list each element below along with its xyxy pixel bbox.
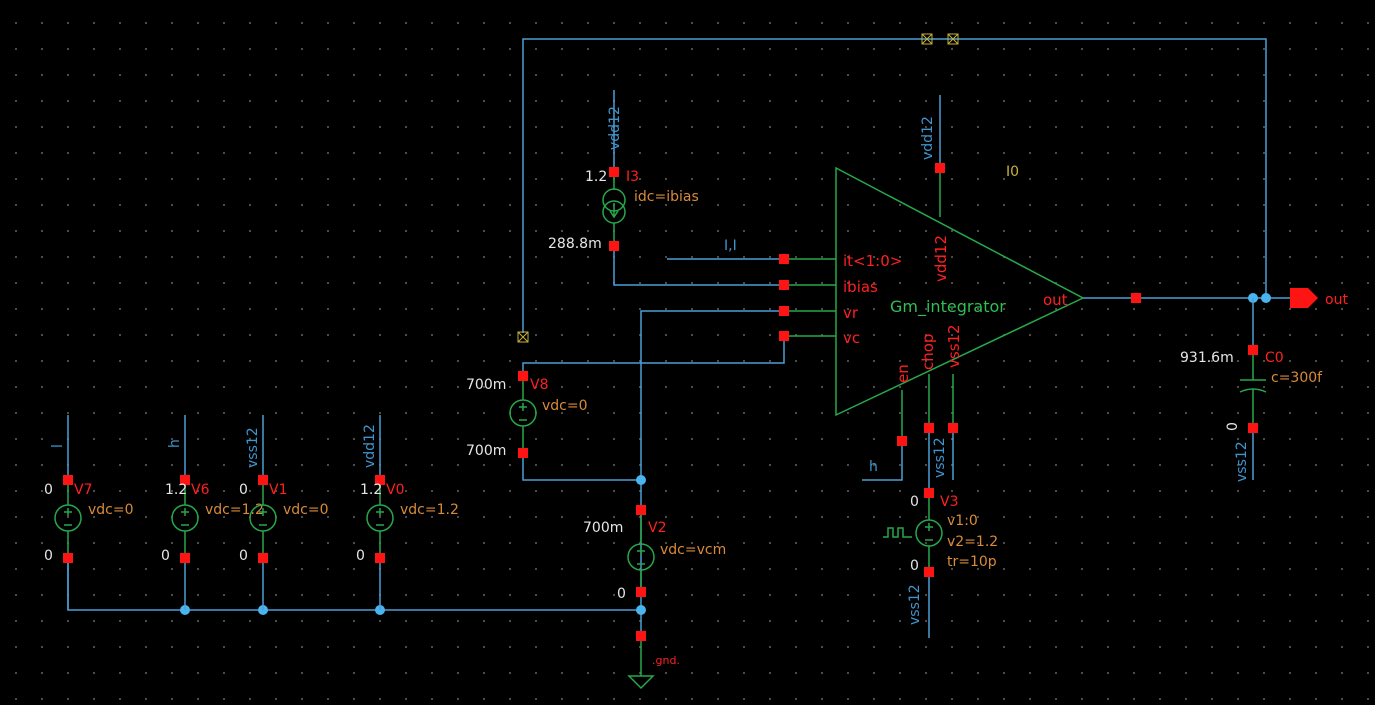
pulse-source-v3[interactable]: 0 V3 v1:0 v2=1.2 tr=10p 0 bbox=[883, 488, 998, 577]
net-label: h bbox=[167, 439, 183, 448]
svg-text:0: 0 bbox=[910, 558, 919, 574]
svg-text:vc: vc bbox=[843, 329, 860, 347]
wire[interactable] bbox=[522, 458, 641, 481]
svg-text:v2=1.2: v2=1.2 bbox=[947, 534, 998, 550]
svg-text:v1:0: v1:0 bbox=[947, 513, 978, 529]
crossed-box-marker bbox=[517, 33, 959, 343]
ground-bus[interactable] bbox=[67, 563, 642, 631]
voltage-source-v7[interactable]: l 0 V7 vdc=0 0 bbox=[44, 415, 134, 610]
current-source-i3[interactable]: vdd12 1.2 I3 idc=ibias 288.8m bbox=[548, 90, 699, 252]
svg-text:tr=10p: tr=10p bbox=[947, 554, 997, 570]
instance-name: I0 bbox=[1006, 164, 1019, 180]
svg-text:V1: V1 bbox=[269, 482, 287, 498]
svg-text:288.8m: 288.8m bbox=[548, 236, 602, 252]
svg-text:vr: vr bbox=[843, 304, 859, 322]
capacitor-c0[interactable]: 931.6m C0 c=300f 0 vss12 bbox=[1180, 298, 1323, 482]
svg-text:vdc=1.2: vdc=1.2 bbox=[400, 502, 459, 518]
svg-text:0: 0 bbox=[356, 548, 365, 564]
svg-text:vdc=vcm: vdc=vcm bbox=[660, 542, 726, 558]
svg-text:idc=ibias: idc=ibias bbox=[634, 189, 699, 205]
svg-text:1.2: 1.2 bbox=[585, 169, 607, 185]
net-label: vdd12 bbox=[362, 424, 378, 468]
svg-text:700m: 700m bbox=[466, 443, 506, 459]
ground-symbol[interactable]: .gnd. bbox=[627, 631, 680, 690]
svg-text:en: en bbox=[894, 364, 912, 383]
en-wire[interactable] bbox=[862, 446, 903, 481]
svg-text:V6: V6 bbox=[191, 482, 210, 498]
svg-text:V7: V7 bbox=[74, 482, 92, 498]
voltage-source-v0[interactable]: vdd12 1.2 V0 vdc=1.2 0 bbox=[356, 415, 459, 610]
svg-text:vss12: vss12 bbox=[945, 324, 963, 368]
svg-text:.gnd.: .gnd. bbox=[652, 654, 680, 667]
svg-text:931.6m: 931.6m bbox=[1180, 350, 1234, 366]
voltage-source-v8[interactable]: 700m V8 vdc=0 700m bbox=[466, 371, 588, 459]
svg-text:c=300f: c=300f bbox=[1271, 370, 1323, 386]
cell-name: Gm_integrator bbox=[890, 297, 1006, 317]
svg-text:out: out bbox=[1043, 291, 1068, 309]
svg-text:vdc=0: vdc=0 bbox=[283, 502, 329, 518]
output-pin-label: out bbox=[1325, 292, 1348, 308]
net-label: vdd12 bbox=[607, 106, 623, 150]
svg-text:0: 0 bbox=[239, 548, 248, 564]
svg-text:vdc=0: vdc=0 bbox=[88, 502, 134, 518]
svg-text:ibias: ibias bbox=[843, 278, 878, 296]
svg-text:C0: C0 bbox=[1265, 350, 1284, 366]
gm-integrator[interactable]: it<1:0> ibias vr vc Gm_integrator out vd… bbox=[779, 163, 1085, 446]
vr-wire[interactable] bbox=[640, 310, 784, 610]
net-label: vdd12 bbox=[920, 116, 936, 160]
svg-text:700m: 700m bbox=[466, 377, 506, 393]
voltage-source-v6[interactable]: h 1.2 V6 vdc=1.2 0 bbox=[161, 415, 264, 610]
feedback-wire[interactable] bbox=[522, 38, 1267, 333]
svg-text:vdc=1.2: vdc=1.2 bbox=[205, 502, 264, 518]
output-pin-icon[interactable] bbox=[1290, 288, 1318, 308]
svg-text:1.2: 1.2 bbox=[360, 482, 382, 498]
net-label: vss12 bbox=[932, 437, 948, 478]
svg-text:0: 0 bbox=[910, 494, 919, 510]
svg-text:V2: V2 bbox=[648, 520, 666, 536]
ibias-wire[interactable] bbox=[613, 251, 784, 286]
vc-wire[interactable] bbox=[522, 336, 785, 376]
svg-text:0: 0 bbox=[161, 548, 170, 564]
svg-text:vss12: vss12 bbox=[1234, 441, 1250, 482]
voltage-source-v1[interactable]: vss12 0 V1 vdc=0 0 bbox=[239, 415, 329, 610]
net-label: vss12 bbox=[245, 427, 261, 468]
voltage-source-v2[interactable]: 700m V2 vdc=vcm 0 bbox=[583, 505, 726, 602]
net-label: vss12 bbox=[907, 584, 923, 625]
svg-text:I3: I3 bbox=[626, 169, 639, 185]
svg-text:0: 0 bbox=[44, 482, 53, 498]
pulse-icon bbox=[883, 527, 912, 538]
svg-text:vdc=0: vdc=0 bbox=[542, 398, 588, 414]
svg-text:0: 0 bbox=[44, 548, 53, 564]
svg-text:1.2: 1.2 bbox=[165, 482, 187, 498]
svg-text:V8: V8 bbox=[530, 377, 548, 393]
svg-text:0: 0 bbox=[617, 586, 626, 602]
net-label: h bbox=[869, 459, 878, 475]
svg-text:V0: V0 bbox=[386, 482, 404, 498]
svg-text:700m: 700m bbox=[583, 520, 623, 536]
net-label: l bbox=[50, 444, 66, 448]
svg-text:it<1:0>: it<1:0> bbox=[843, 252, 902, 270]
svg-text:0: 0 bbox=[1225, 422, 1241, 431]
svg-text:chop: chop bbox=[919, 334, 937, 370]
svg-text:0: 0 bbox=[239, 482, 248, 498]
it-net-label: I,I bbox=[724, 238, 737, 254]
svg-text:V3: V3 bbox=[940, 494, 958, 510]
svg-text:vdd12: vdd12 bbox=[932, 235, 950, 282]
